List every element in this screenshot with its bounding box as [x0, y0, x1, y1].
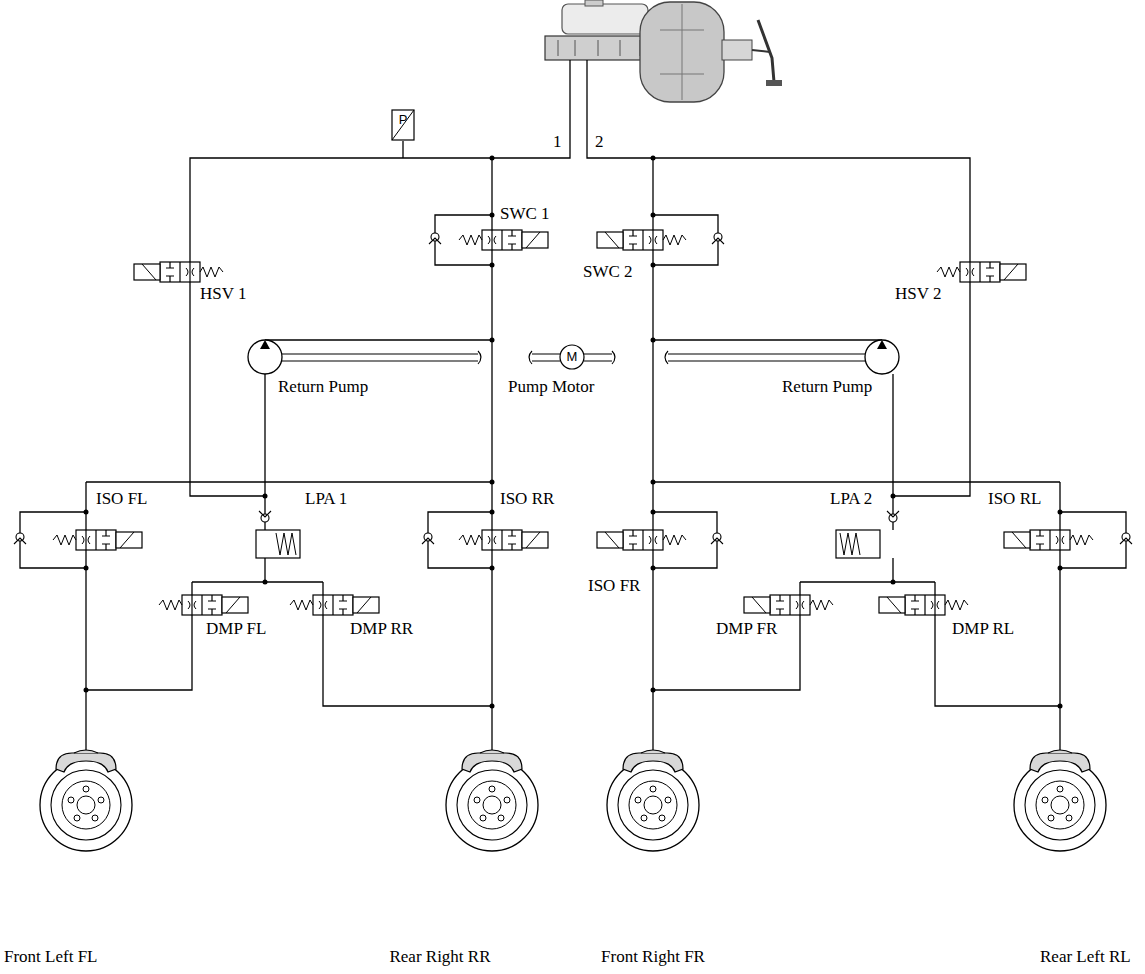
part-label: Front Right FR — [601, 948, 705, 967]
part-label: Pump Motor — [508, 378, 594, 397]
part-label: Return Pump — [782, 378, 872, 397]
part-label: HSV 2 — [895, 285, 941, 304]
part-label: DMP FL — [206, 620, 266, 639]
part-label: P — [399, 113, 408, 127]
part-label: 2 — [595, 133, 604, 152]
part-label: SWC 1 — [500, 205, 550, 224]
part-label: Front Left FL — [4, 948, 98, 967]
junction-dots — [84, 156, 1063, 709]
part-label: ISO RL — [988, 490, 1041, 509]
solenoid-valves — [53, 230, 1093, 615]
check-valves — [14, 233, 1132, 544]
part-label: SWC 2 — [583, 263, 633, 282]
part-label: 1 — [553, 133, 562, 152]
part-label: ISO FL — [96, 490, 147, 509]
part-label: LPA 1 — [305, 490, 347, 509]
part-label: DMP RL — [952, 620, 1014, 639]
part-label: Rear Right RR — [389, 948, 490, 967]
part-label: ISO RR — [500, 490, 554, 509]
part-label: DMP FR — [716, 620, 777, 639]
part-label: DMP RR — [350, 620, 413, 639]
low-pressure-accumulator — [256, 530, 880, 558]
wheel-brake — [40, 750, 1106, 851]
master-cylinder-booster — [545, 0, 782, 102]
part-label: ISO FR — [588, 577, 640, 596]
part-label: Rear Left RL — [1040, 948, 1131, 967]
part-label: Return Pump — [278, 378, 368, 397]
part-label: M — [567, 350, 578, 364]
pressure-sensor — [392, 110, 414, 140]
pump-motor — [248, 340, 899, 374]
part-label: HSV 1 — [200, 285, 246, 304]
part-label: LPA 2 — [830, 490, 872, 509]
brake-lines — [20, 95, 1126, 753]
